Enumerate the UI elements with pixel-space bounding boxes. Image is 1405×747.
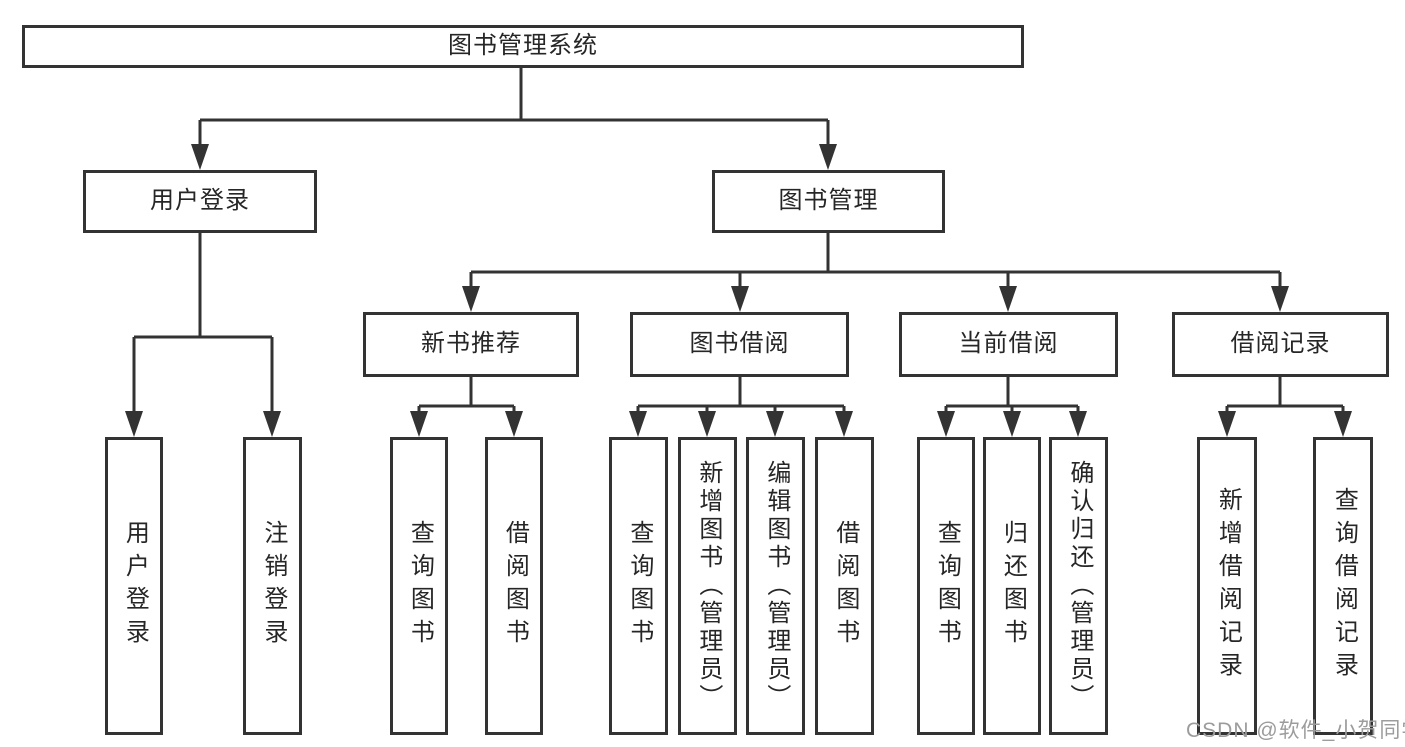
node-label: 借阅记录 (1230, 330, 1331, 358)
node-new-book-recommend: 新书推荐 (363, 312, 579, 377)
leaf-borrow-books-2: 借阅图书 (815, 437, 874, 735)
leaf-add-book-admin: 新增图书（管理员） (678, 437, 737, 735)
leaf-confirm-return-admin: 确认归还（管理员） (1049, 437, 1108, 735)
node-label: 查询借阅记录 (1330, 487, 1358, 685)
node-label: 借阅图书 (831, 520, 859, 652)
node-label: 编辑图书（管理员） (762, 460, 790, 712)
node-label: 当前借阅 (958, 330, 1059, 358)
node-label: 查询图书 (406, 520, 434, 652)
node-borrow-records: 借阅记录 (1172, 312, 1389, 377)
leaf-query-borrow-record: 查询借阅记录 (1313, 437, 1373, 735)
node-root: 图书管理系统 (22, 25, 1024, 68)
leaf-query-books-1: 查询图书 (390, 437, 448, 735)
arrowheads (125, 144, 1352, 437)
node-label: 归还图书 (999, 520, 1027, 652)
leaf-query-books-3: 查询图书 (917, 437, 975, 735)
leaf-logout: 注销登录 (243, 437, 302, 735)
node-label: 图书管理系统 (448, 32, 598, 60)
leaf-add-borrow-record: 新增借阅记录 (1197, 437, 1257, 735)
node-label: 新增借阅记录 (1214, 487, 1242, 685)
node-label: 图书管理 (778, 187, 879, 215)
leaf-edit-book-admin: 编辑图书（管理员） (746, 437, 805, 735)
node-label: 用户登录 (150, 187, 250, 215)
node-label: 图书借阅 (689, 330, 790, 358)
node-label: 注销登录 (259, 520, 287, 652)
node-label: 新增图书（管理员） (694, 460, 722, 712)
node-user-login: 用户登录 (83, 170, 317, 233)
node-book-management: 图书管理 (712, 170, 945, 233)
node-label: 用户登录 (121, 520, 149, 652)
leaf-borrow-books-1: 借阅图书 (485, 437, 543, 735)
node-label: 查询图书 (933, 520, 961, 652)
node-label: 借阅图书 (501, 520, 529, 652)
watermark: CSDN @软件_小贺同学 (1186, 719, 1405, 742)
node-current-borrow: 当前借阅 (899, 312, 1118, 377)
leaf-user-login: 用户登录 (105, 437, 163, 735)
node-label: 新书推荐 (421, 330, 521, 358)
leaf-return-book: 归还图书 (983, 437, 1041, 735)
node-book-borrow: 图书借阅 (630, 312, 849, 377)
node-label: 确认归还（管理员） (1065, 460, 1093, 712)
node-label: 查询图书 (625, 520, 653, 652)
leaf-query-books-2: 查询图书 (609, 437, 668, 735)
connector-stems (132, 68, 1345, 415)
